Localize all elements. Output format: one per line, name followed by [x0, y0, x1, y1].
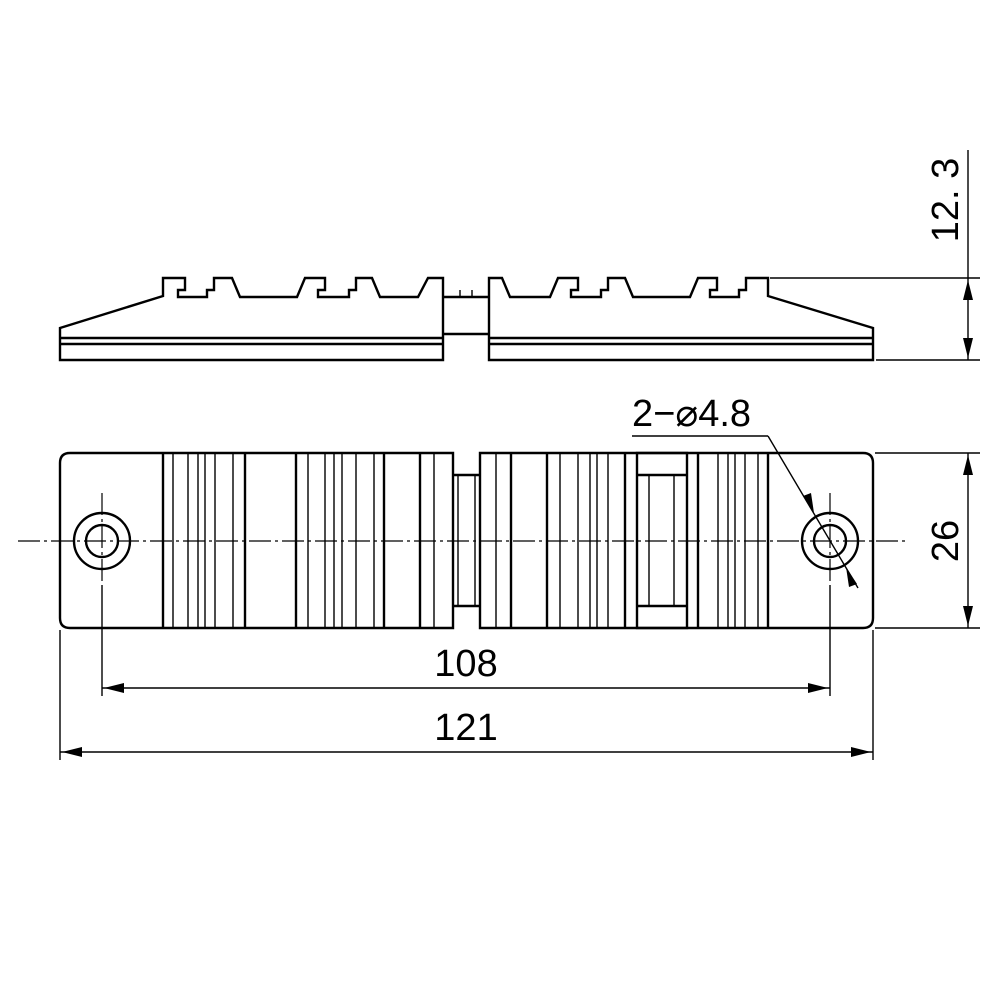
height-dimension-label: 12. 3: [925, 158, 967, 243]
hole-callout: 2−⌀4.8: [632, 393, 859, 589]
width-dimension: 26: [875, 452, 980, 629]
side-view: [58, 276, 875, 362]
plan-view-right-leaf: [478, 451, 875, 630]
height-dimension: 12. 3: [770, 150, 980, 361]
hole-callout-label: 2−⌀4.8: [632, 393, 751, 435]
plan-view-left-leaf: [58, 451, 455, 630]
overall-length-label: 121: [434, 707, 497, 749]
plan-view: [18, 451, 905, 630]
side-view-left-leaf: [58, 276, 445, 362]
hole-spacing-label: 108: [434, 643, 497, 685]
width-dimension-label: 26: [925, 520, 967, 562]
overall-length-dimension: 121: [59, 630, 874, 760]
side-view-right-leaf: [487, 276, 875, 362]
hole-spacing-dimension: 108: [101, 585, 831, 696]
